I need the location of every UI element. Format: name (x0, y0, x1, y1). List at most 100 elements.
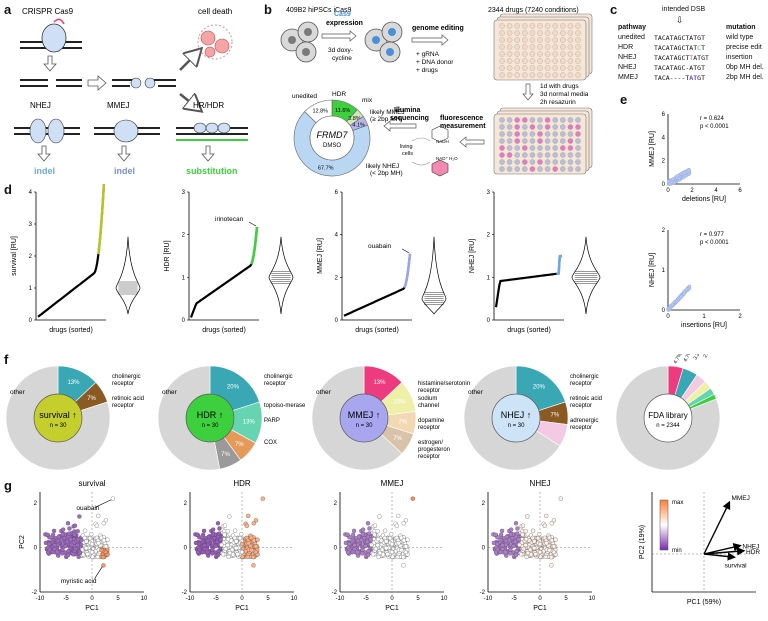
pca-point (251, 555, 256, 560)
plate-well (552, 124, 558, 130)
panel-letter-c: c (610, 2, 618, 17)
pca-point (67, 526, 72, 531)
plate-well (560, 138, 566, 144)
panel-letter-g: g (4, 478, 12, 493)
y-tick-label: 3 (487, 190, 491, 196)
scatter-point (675, 174, 679, 178)
pca-loadings-plot: PC2 (19%)PC1 (59%)MMEJNHEJHDRsurvivalmax… (639, 492, 760, 606)
pca-title: survival (78, 479, 105, 488)
pca-title: HDR (233, 479, 251, 488)
plate-well (522, 124, 528, 130)
top-hits-highlight (556, 254, 563, 276)
loading-arrow (703, 500, 731, 555)
plate-well (529, 30, 536, 36)
pca-point (197, 541, 202, 547)
pca-point (210, 532, 215, 537)
row-pathway: unedited (618, 34, 645, 41)
substitution-label: substitution (186, 166, 238, 176)
pca-point (530, 528, 536, 533)
fluorescence-label-1: fluorescence (440, 115, 483, 122)
pca-point (251, 521, 256, 526)
x-tick-label: 0 (666, 188, 670, 194)
plate-well (529, 138, 536, 144)
pca-point (373, 546, 378, 552)
category-label: receptor (418, 425, 440, 431)
row-mutation: insertion (726, 54, 753, 61)
donut-mmej-label-2: (≥ 2bp MH) (370, 116, 402, 123)
pca-point (523, 542, 528, 548)
pca-point (533, 551, 538, 557)
pca-point (375, 542, 380, 548)
pca-point (249, 548, 254, 553)
pca-point (363, 543, 368, 549)
plate-well (552, 131, 558, 137)
pca-point (101, 563, 106, 568)
pca-point (223, 546, 228, 552)
pca-point (234, 545, 239, 551)
plate-well (537, 131, 543, 137)
x-tick-label: 5 (116, 596, 120, 602)
y-tick-label: 2 (184, 501, 188, 507)
plate-well (544, 65, 551, 71)
plate-well (537, 37, 543, 43)
resazurin-plate-stack (493, 107, 593, 175)
plate-well (575, 37, 581, 43)
pca-point (542, 523, 547, 528)
y-axis-label: HDR [RU] (164, 240, 171, 271)
plate-well (499, 51, 505, 57)
pca-point (372, 523, 378, 528)
plate-well (529, 72, 536, 78)
plate-well (522, 58, 528, 64)
slice-percent: 4.7% (673, 354, 684, 365)
x-tick-label: 5 (564, 596, 568, 602)
x-tick-label: 10 (589, 596, 596, 602)
pca-point (249, 535, 254, 540)
plate-well (529, 145, 536, 151)
category-label: sodium (418, 396, 437, 402)
other-label: other (316, 389, 332, 396)
row-pathway: MMEJ (618, 74, 638, 81)
cell-cluster-icon (280, 21, 319, 63)
pca-point (260, 496, 265, 501)
pca-point (71, 552, 76, 557)
pca-point (210, 551, 215, 556)
donut-slice-label: 67.7% (318, 165, 334, 171)
pca-point (547, 535, 552, 540)
plate-well (514, 159, 520, 165)
pca-point (253, 518, 259, 523)
y-tick-label: 4 (29, 190, 33, 196)
cells-word-label: cells (402, 151, 413, 157)
x-axis-label: insertions [RU] (681, 322, 727, 329)
pca-point (99, 548, 104, 553)
arrow-right-icon (87, 75, 107, 91)
pca-point (105, 537, 110, 542)
plate-well (506, 51, 513, 57)
slice-percent: 20% (533, 384, 546, 390)
panel-letter-e: e (620, 92, 628, 107)
plate-well (522, 166, 528, 172)
plate-well (575, 131, 581, 137)
scatter-point (682, 292, 686, 296)
plate-well (529, 65, 536, 71)
plate-well (514, 51, 520, 57)
fluorescence-label-2: measurement (440, 123, 486, 130)
plate-well (506, 166, 513, 172)
plate-well (522, 44, 528, 50)
plate-well (506, 131, 513, 137)
polq-protein-icon (113, 119, 139, 143)
illumina-label-1: Illumina (394, 107, 421, 114)
plate-well (560, 117, 566, 123)
plate-well (552, 51, 558, 57)
pca-point (253, 544, 259, 549)
plate-well (537, 159, 543, 165)
pca-point (389, 531, 394, 537)
pca-point (99, 535, 104, 540)
plate-well (544, 51, 551, 57)
plate-well (567, 159, 574, 165)
x-tick-label: 0 (538, 596, 542, 602)
arrow-right-icon (321, 30, 357, 42)
category-label: receptor (264, 381, 286, 387)
